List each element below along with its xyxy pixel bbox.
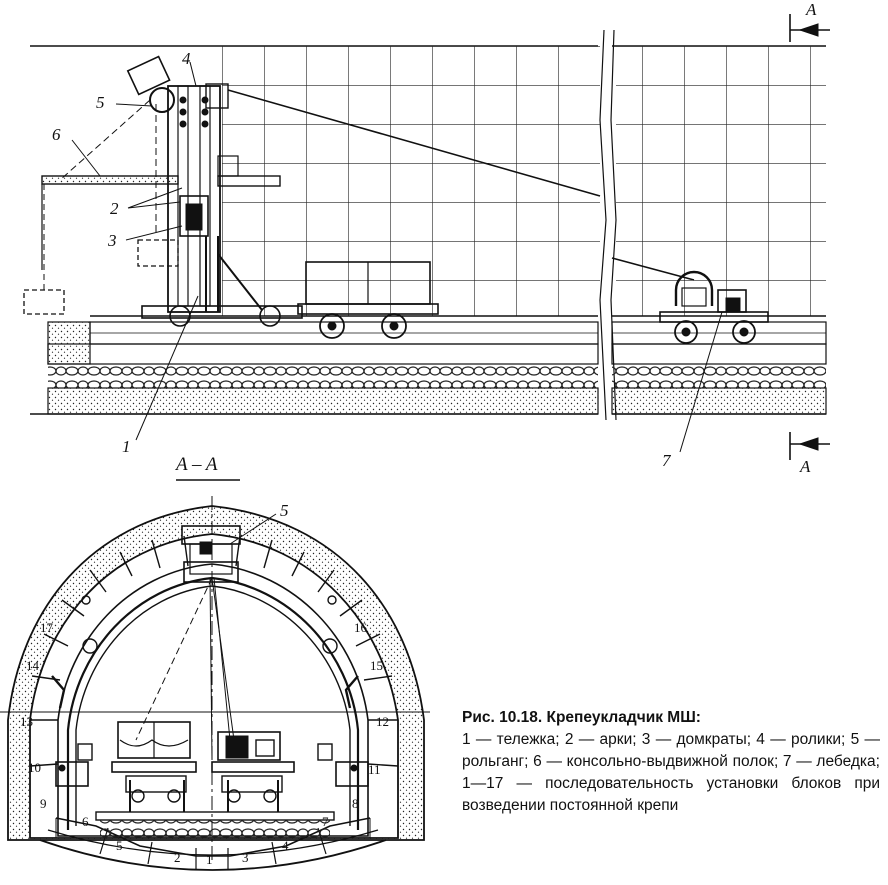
longitudinal-section xyxy=(23,14,830,481)
section-title: A – A xyxy=(174,454,218,475)
block-number: 7 xyxy=(322,814,329,829)
block-number: 1 xyxy=(206,852,213,867)
callout-2: 2 xyxy=(110,199,119,218)
block-numbers: 1 2 3 4 5 6 7 8 9 10 11 12 13 14 15 16 1… xyxy=(20,620,389,867)
callout-6: 6 xyxy=(52,125,61,144)
section-mark-bottom: A xyxy=(799,457,811,476)
block-number: 4 xyxy=(282,838,289,853)
cross-section xyxy=(0,496,430,871)
block-number: 8 xyxy=(352,796,359,811)
block-number: 2 xyxy=(174,850,181,865)
block-number: 10 xyxy=(28,760,41,775)
block-number: 3 xyxy=(242,850,249,865)
section-callout-5: 5 xyxy=(280,501,289,520)
callout-5: 5 xyxy=(96,93,105,112)
callout-1: 1 xyxy=(122,437,131,456)
callout-4: 4 xyxy=(182,49,191,68)
figure-caption: Рис. 10.18. Крепеукладчик МШ: 1 — тележк… xyxy=(462,707,880,817)
block-number: 6 xyxy=(82,814,89,829)
block-number: 5 xyxy=(116,838,123,853)
callout-7: 7 xyxy=(662,451,672,470)
block-number: 11 xyxy=(368,762,381,777)
block-number: 14 xyxy=(26,658,40,673)
block-number: 16 xyxy=(354,620,368,635)
caption-title: Рис. 10.18. Крепеукладчик МШ: xyxy=(462,709,701,726)
labels: A A 6 5 4 2 3 1 7 A – A 5 xyxy=(52,0,817,520)
block-number: 15 xyxy=(370,658,383,673)
block-number: 13 xyxy=(20,714,33,729)
block-number: 17 xyxy=(40,620,54,635)
callout-3: 3 xyxy=(107,231,117,250)
block-number: 9 xyxy=(40,796,47,811)
block-number: 12 xyxy=(376,714,389,729)
caption-body: 1 — тележка; 2 — арки; 3 — домкраты; 4 —… xyxy=(462,731,880,814)
section-mark-top: A xyxy=(805,0,817,19)
